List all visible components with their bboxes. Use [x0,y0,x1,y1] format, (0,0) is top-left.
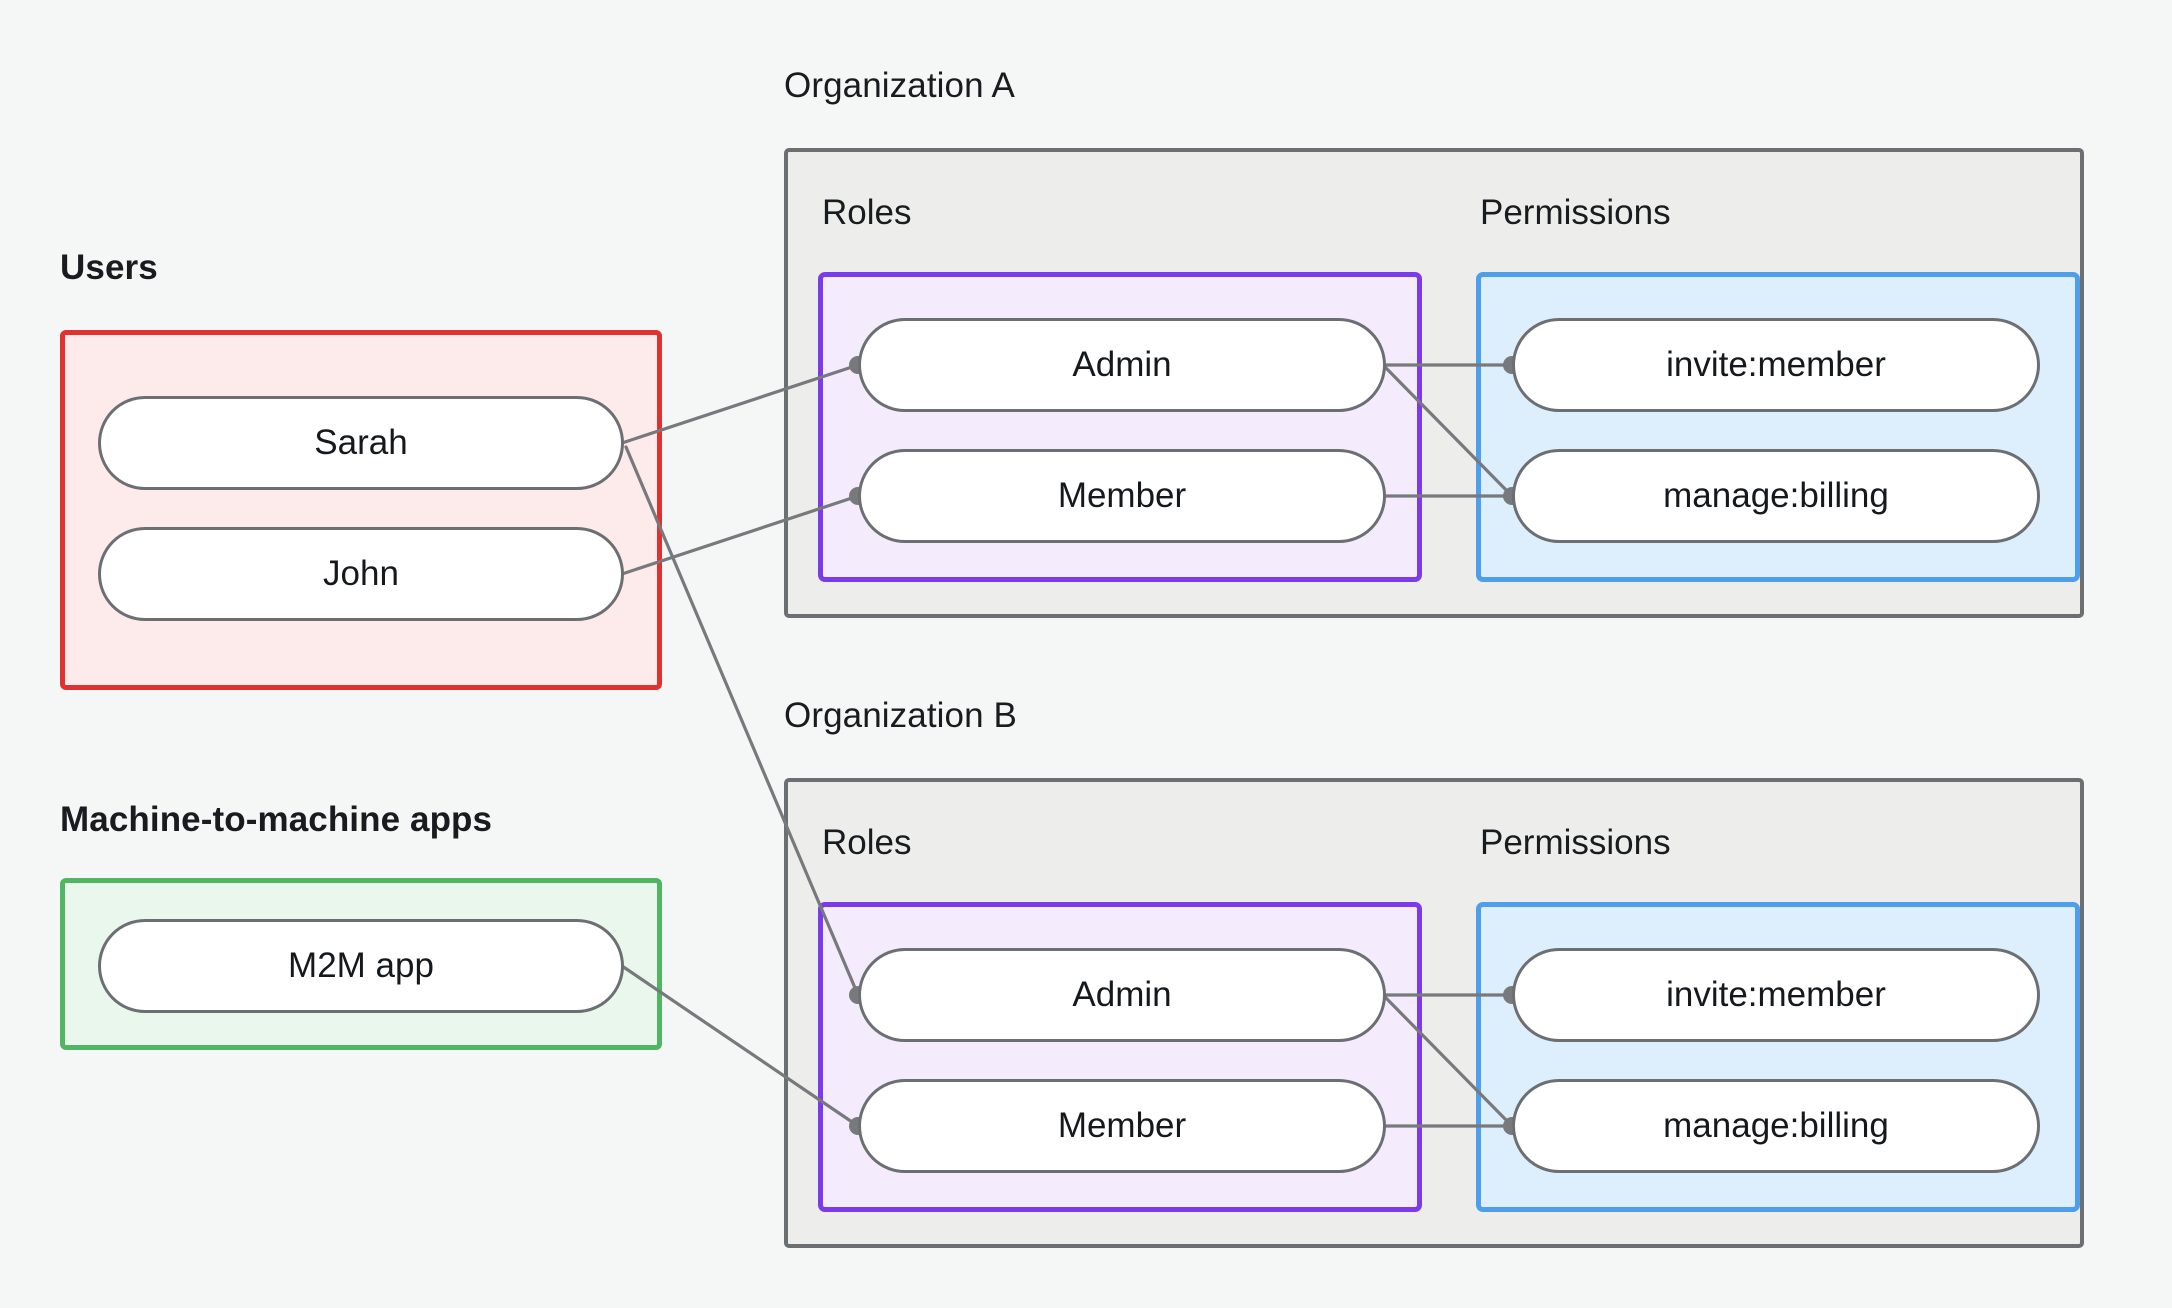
org-a-label: Organization A [784,66,1015,105]
org-a-permission-pill-invite-member[interactable]: invite:member [1512,318,2040,412]
users-group-label: Users [60,248,158,287]
org-b-permission-pill-manage-billing[interactable]: manage:billing [1512,1079,2040,1173]
org-a-permission-pill-manage-billing[interactable]: manage:billing [1512,449,2040,543]
org-b-label: Organization B [784,696,1017,735]
org-b-role-pill-member[interactable]: Member [858,1079,1386,1173]
org-a-role-pill-member[interactable]: Member [858,449,1386,543]
org-a-permissions-title: Permissions [1480,193,1671,232]
org-b-permission-pill-invite-member[interactable]: invite:member [1512,948,2040,1042]
m2m-pill-app[interactable]: M2M app [98,919,624,1013]
users-container [60,330,662,690]
user-pill-sarah[interactable]: Sarah [98,396,624,490]
org-a-role-pill-admin[interactable]: Admin [858,318,1386,412]
org-b-role-pill-admin[interactable]: Admin [858,948,1386,1042]
m2m-group-label: Machine-to-machine apps [60,800,493,839]
org-b-roles-title: Roles [822,823,912,862]
org-a-roles-title: Roles [822,193,912,232]
user-pill-john[interactable]: John [98,527,624,621]
org-b-permissions-title: Permissions [1480,823,1671,862]
